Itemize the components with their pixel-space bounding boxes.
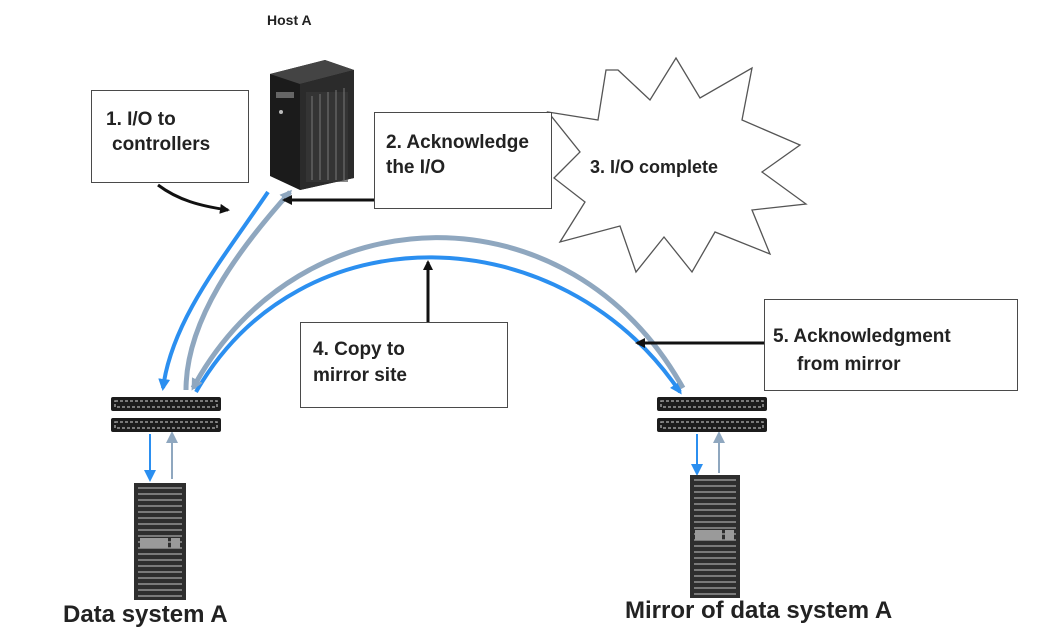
step1-line1: 1. I/O to xyxy=(106,109,176,130)
server-tower-icon xyxy=(270,60,354,190)
controller-rack-icon xyxy=(657,397,767,432)
starburst-icon xyxy=(546,56,808,274)
controller-rack-icon xyxy=(111,397,221,432)
disk-array-icon xyxy=(690,475,740,598)
mirror-ack-link xyxy=(190,235,686,391)
step1-pointer xyxy=(157,183,230,214)
step2-line1: 2. Acknowledge xyxy=(386,132,529,153)
step1-line2: controllers xyxy=(112,134,211,155)
host-label: Host A xyxy=(267,12,312,28)
disk-array-icon xyxy=(134,483,186,600)
step5-box: 5. Acknowledgment from mirror xyxy=(764,299,1018,391)
step4-box: 4. Copy to mirror site xyxy=(300,322,508,408)
step3-label: 3. I/O complete xyxy=(590,157,719,177)
step4-line2: mirror site xyxy=(313,365,407,386)
host-to-primary-link xyxy=(158,190,270,391)
step2-box: 2. Acknowledge the I/O xyxy=(374,112,552,209)
mirror-system-label: Mirror of data system A xyxy=(625,597,893,624)
copy-to-mirror-link xyxy=(194,255,682,395)
step5-line1: 5. Acknowledgment xyxy=(773,326,951,347)
step1-box: 1. I/O to controllers xyxy=(91,90,249,183)
step4-line1: 4. Copy to xyxy=(313,339,405,360)
step5-line2: from mirror xyxy=(797,354,901,375)
primary-to-host-link xyxy=(183,189,293,391)
primary-system-label: Data system A xyxy=(63,601,228,628)
step2-line2: the I/O xyxy=(386,157,446,178)
